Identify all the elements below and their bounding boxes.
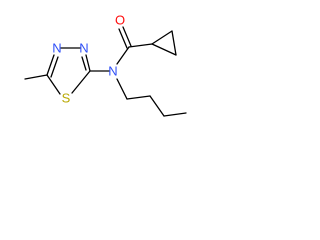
bond-ring-c2-s	[71, 70, 91, 94]
molecule-canvas: O N N N S	[0, 0, 203, 154]
ring-nitrogen-3-atom-label: N	[79, 41, 88, 56]
bond-cyclopropane-1	[151, 30, 173, 45]
bond-carbonyl-amide-n	[116, 46, 130, 65]
bond-ring-n3-c2-b	[81, 56, 87, 71]
bond-ring-c5-n4-b	[50, 56, 59, 78]
structure-diagram: O N N N S	[24, 13, 187, 117]
bonds	[24, 26, 187, 117]
bond-carbonyl-cyclopropyl	[128, 43, 153, 48]
bond-butyl-3	[163, 112, 187, 117]
bond-carbonyl-double-a	[122, 26, 132, 47]
amide-nitrogen-atom-label: N	[108, 64, 117, 79]
bond-carbonyl-double-b	[118, 28, 128, 49]
bond-cyclopropane-2	[171, 30, 177, 56]
ring-nitrogen-4-atom-label: N	[52, 41, 61, 56]
bond-methyl	[24, 74, 48, 80]
bond-amide-n-butyl	[116, 78, 128, 100]
bond-butyl-1	[126, 95, 151, 100]
atom-labels: O N N N S	[52, 13, 125, 106]
bond-cyclopropane-3	[151, 43, 177, 56]
bond-ring-s-c5	[46, 74, 61, 95]
bond-butyl-2	[149, 95, 165, 117]
sulfur-atom-label: S	[62, 91, 71, 106]
oxygen-atom-label: O	[115, 13, 125, 28]
bond-ring-n3-c2-a	[85, 54, 91, 72]
bond-ring-c5-n4-a	[46, 54, 55, 76]
